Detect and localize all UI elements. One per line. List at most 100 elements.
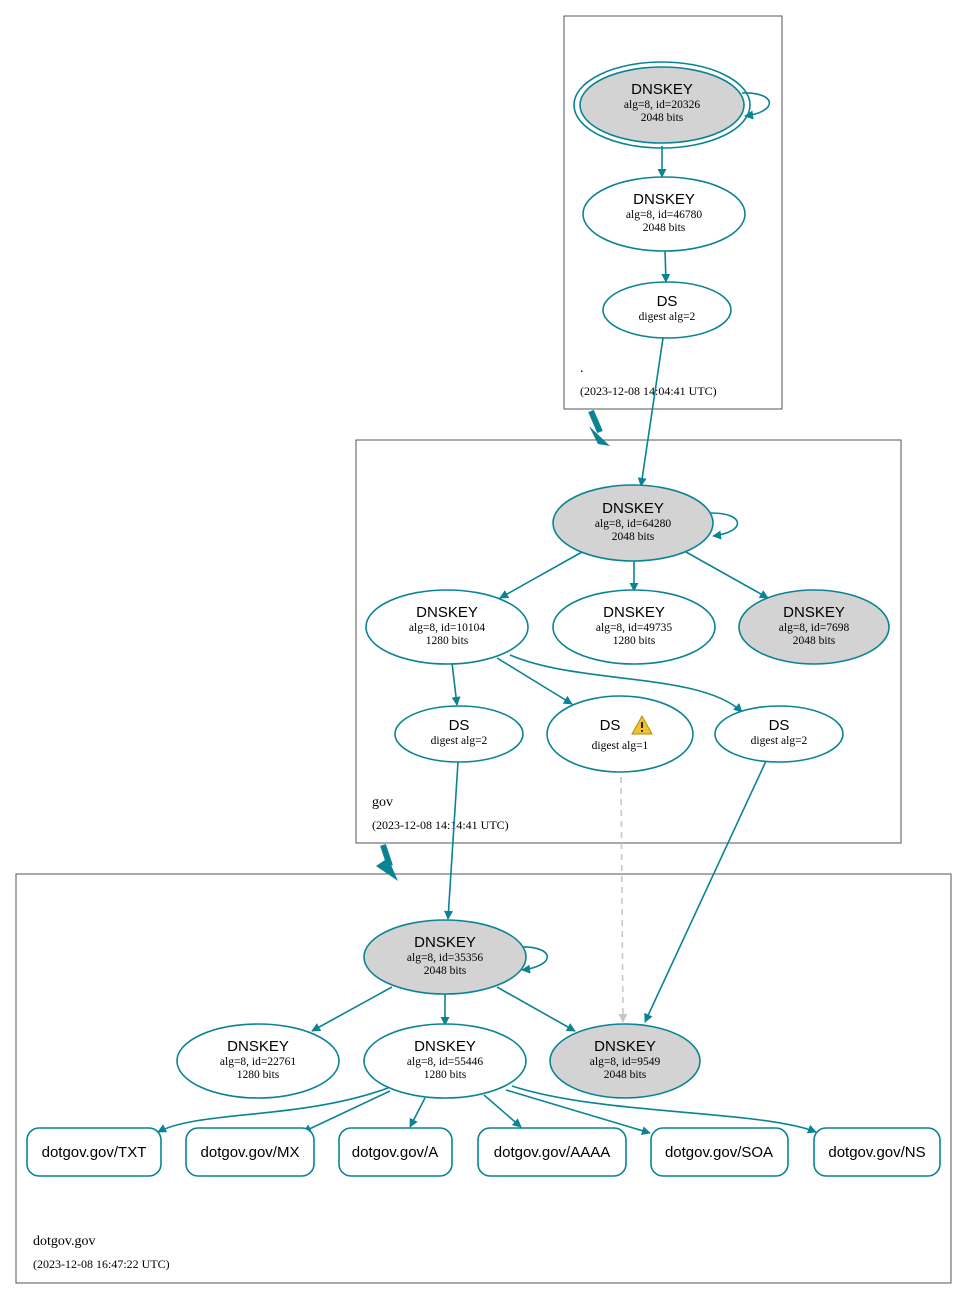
node-digest: digest alg=2: [751, 735, 808, 747]
node-title: DNSKEY: [594, 1038, 656, 1055]
node-gov-ds2[interactable]: DS digest alg=1: [546, 695, 694, 773]
edge-dotgov-zsk2-mx: [302, 1090, 391, 1133]
node-title: DNSKEY: [633, 191, 695, 208]
node-title: DNSKEY: [783, 604, 845, 621]
node-key-info: alg=8, id=20326: [624, 99, 700, 111]
edge-root-ksk-self: [741, 92, 771, 120]
zone-root: . (2023-12-08 14:04:41 UTC): [563, 15, 783, 410]
rrset-soa[interactable]: dotgov.gov/SOA: [650, 1127, 789, 1177]
node-root-ds[interactable]: DS digest alg=2: [602, 281, 732, 339]
node-key-size: 2048 bits: [641, 112, 684, 124]
rrset-label: dotgov.gov/SOA: [665, 1144, 773, 1161]
node-key-info: alg=8, id=7698: [779, 622, 850, 634]
node-key-size: 1280 bits: [613, 635, 656, 647]
node-key-size: 2048 bits: [612, 531, 655, 543]
zone-root-name: .: [580, 361, 584, 376]
node-title: DNSKEY: [631, 81, 693, 98]
edge-dotgov-zsk2-txt: [157, 1087, 389, 1133]
delegation-arrowhead-gov: [589, 426, 610, 446]
node-key-size: 2048 bits: [604, 1069, 647, 1081]
node-key-size: 1280 bits: [237, 1069, 280, 1081]
rrset-aaaa[interactable]: dotgov.gov/AAAA: [477, 1127, 627, 1177]
node-title: DNSKEY: [416, 604, 478, 621]
node-root-ksk[interactable]: DNSKEY alg=8, id=20326 2048 bits: [573, 61, 751, 149]
node-title: DNSKEY: [603, 604, 665, 621]
node-gov-ksk[interactable]: DNSKEY alg=8, id=64280 2048 bits: [552, 484, 714, 562]
node-digest: digest alg=2: [639, 311, 696, 323]
delegation-arrowhead-dotgov: [376, 858, 398, 881]
node-gov-zsk1[interactable]: DNSKEY alg=8, id=10104 1280 bits: [365, 589, 529, 665]
node-dotgov-ksk[interactable]: DNSKEY alg=8, id=35356 2048 bits: [363, 919, 527, 995]
zone-gov: gov (2023-12-08 14:14:41 UTC): [355, 439, 902, 844]
edge-gov-zsk1-ds1: [451, 662, 461, 706]
edge-gov-zsk1-ds2: [496, 657, 573, 705]
rrset-ns[interactable]: dotgov.gov/NS: [813, 1127, 941, 1177]
node-dotgov-ksk2[interactable]: DNSKEY alg=8, id=9549 2048 bits: [549, 1023, 701, 1099]
rrset-txt[interactable]: dotgov.gov/TXT: [26, 1127, 162, 1177]
edge-gov-ds1-dotgov-ksk: [444, 761, 459, 920]
node-gov-ds1[interactable]: DS digest alg=2: [394, 705, 524, 763]
node-dotgov-zsk2[interactable]: DNSKEY alg=8, id=55446 1280 bits: [363, 1023, 527, 1099]
node-gov-ksk2[interactable]: DNSKEY alg=8, id=7698 2048 bits: [738, 589, 890, 665]
node-key-size: 1280 bits: [426, 635, 469, 647]
edge-gov-ksk-ksk2: [685, 551, 769, 599]
edge-gov-zsk1-ds3: [509, 654, 743, 713]
node-title: DNSKEY: [414, 1038, 476, 1055]
rrset-label: dotgov.gov/TXT: [42, 1144, 147, 1161]
node-dotgov-zsk1[interactable]: DNSKEY alg=8, id=22761 1280 bits: [176, 1023, 340, 1099]
edge-gov-ds3-dotgov-ksk2: [644, 760, 767, 1023]
node-key-size: 2048 bits: [643, 222, 686, 234]
rrset-label: dotgov.gov/MX: [201, 1144, 300, 1161]
node-title: DNSKEY: [227, 1038, 289, 1055]
node-digest: digest alg=1: [592, 740, 649, 752]
node-title: DS: [769, 717, 790, 734]
edges: [157, 92, 817, 1135]
edge-gov-ksk-self: [710, 512, 739, 540]
node-key-info: alg=8, id=10104: [409, 622, 485, 634]
zone-dotgov-name: dotgov.gov: [33, 1234, 95, 1249]
node-title: DNSKEY: [602, 500, 664, 517]
edge-dotgov-zsk2-aaaa: [483, 1094, 522, 1128]
delegation-edges: [376, 409, 610, 881]
node-title: DS: [449, 717, 470, 734]
edge-dotgov-zsk2-soa: [505, 1089, 651, 1135]
node-gov-zsk2[interactable]: DNSKEY alg=8, id=49735 1280 bits: [552, 589, 716, 665]
node-title: DS: [657, 293, 678, 310]
edge-dotgov-ksk-ksk2: [496, 986, 576, 1032]
edge-gov-ksk-zsk1: [499, 551, 583, 599]
node-key-size: 2048 bits: [793, 635, 836, 647]
rrset-label: dotgov.gov/AAAA: [494, 1144, 610, 1161]
rrset-label: dotgov.gov/NS: [828, 1144, 925, 1161]
node-gov-ds3[interactable]: DS digest alg=2: [714, 705, 844, 763]
edge-dotgov-ksk-self: [519, 946, 549, 974]
node-digest: digest alg=2: [431, 735, 488, 747]
node-key-info: alg=8, id=49735: [596, 622, 672, 634]
zone-root-time: (2023-12-08 14:04:41 UTC): [580, 384, 717, 398]
edge-dotgov-zsk2-ns: [511, 1085, 817, 1134]
node-key-info: alg=8, id=46780: [626, 209, 702, 221]
edge-root-zsk-ds: [661, 249, 671, 283]
rrset-a[interactable]: dotgov.gov/A: [338, 1127, 453, 1177]
node-key-size: 1280 bits: [424, 1069, 467, 1081]
zone-dotgov-time: (2023-12-08 16:47:22 UTC): [33, 1257, 170, 1271]
node-title: DS: [600, 717, 621, 734]
rrset-mx[interactable]: dotgov.gov/MX: [185, 1127, 315, 1177]
zone-gov-time: (2023-12-08 14:14:41 UTC): [372, 818, 509, 832]
warning-icon: [631, 714, 653, 735]
node-key-info: alg=8, id=64280: [595, 518, 671, 530]
node-root-zsk[interactable]: DNSKEY alg=8, id=46780 2048 bits: [582, 176, 746, 252]
node-title: DNSKEY: [414, 934, 476, 951]
node-key-size: 2048 bits: [424, 965, 467, 977]
edge-dotgov-ksk-zsk1: [311, 986, 393, 1032]
rrset-label: dotgov.gov/A: [352, 1144, 438, 1161]
node-key-info: alg=8, id=9549: [590, 1056, 661, 1068]
edge-root-ds-gov-ksk: [637, 337, 664, 487]
node-key-info: alg=8, id=55446: [407, 1056, 483, 1068]
zone-gov-name: gov: [372, 795, 393, 810]
edge-gov-ds2-dotgov-ksk2-dashed: [618, 776, 628, 1023]
edge-dotgov-zsk2-a: [409, 1097, 426, 1128]
zone-dotgov: dotgov.gov (2023-12-08 16:47:22 UTC): [15, 873, 952, 1284]
node-key-info: alg=8, id=35356: [407, 952, 483, 964]
node-key-info: alg=8, id=22761: [220, 1056, 296, 1068]
